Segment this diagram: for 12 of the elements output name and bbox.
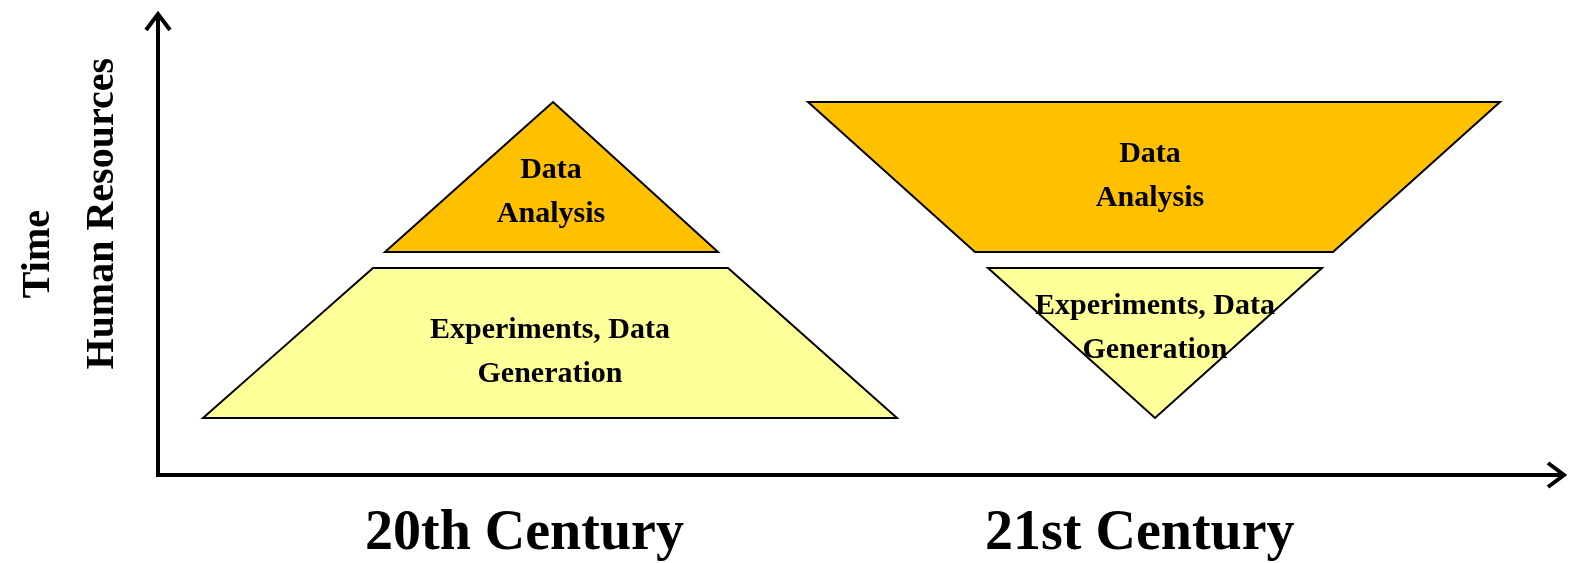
trapezoid-shape xyxy=(203,268,897,418)
shape-label: Experiments, Data Generation xyxy=(429,310,671,390)
shape-label: Data Analysis xyxy=(495,150,607,230)
inverted-triangle-shape xyxy=(988,268,1322,418)
category-label: 20th Century xyxy=(365,498,684,562)
axis-title: Time xyxy=(14,210,58,299)
shape-label: Data Analysis xyxy=(1094,134,1206,214)
triangle-shape xyxy=(385,102,718,252)
inverted-trapezoid-shape xyxy=(808,102,1500,252)
shape-label: Experiments, Data Generation xyxy=(1034,286,1276,366)
axis-title: Human Resources xyxy=(78,58,122,370)
category-label: 21st Century xyxy=(985,498,1295,562)
